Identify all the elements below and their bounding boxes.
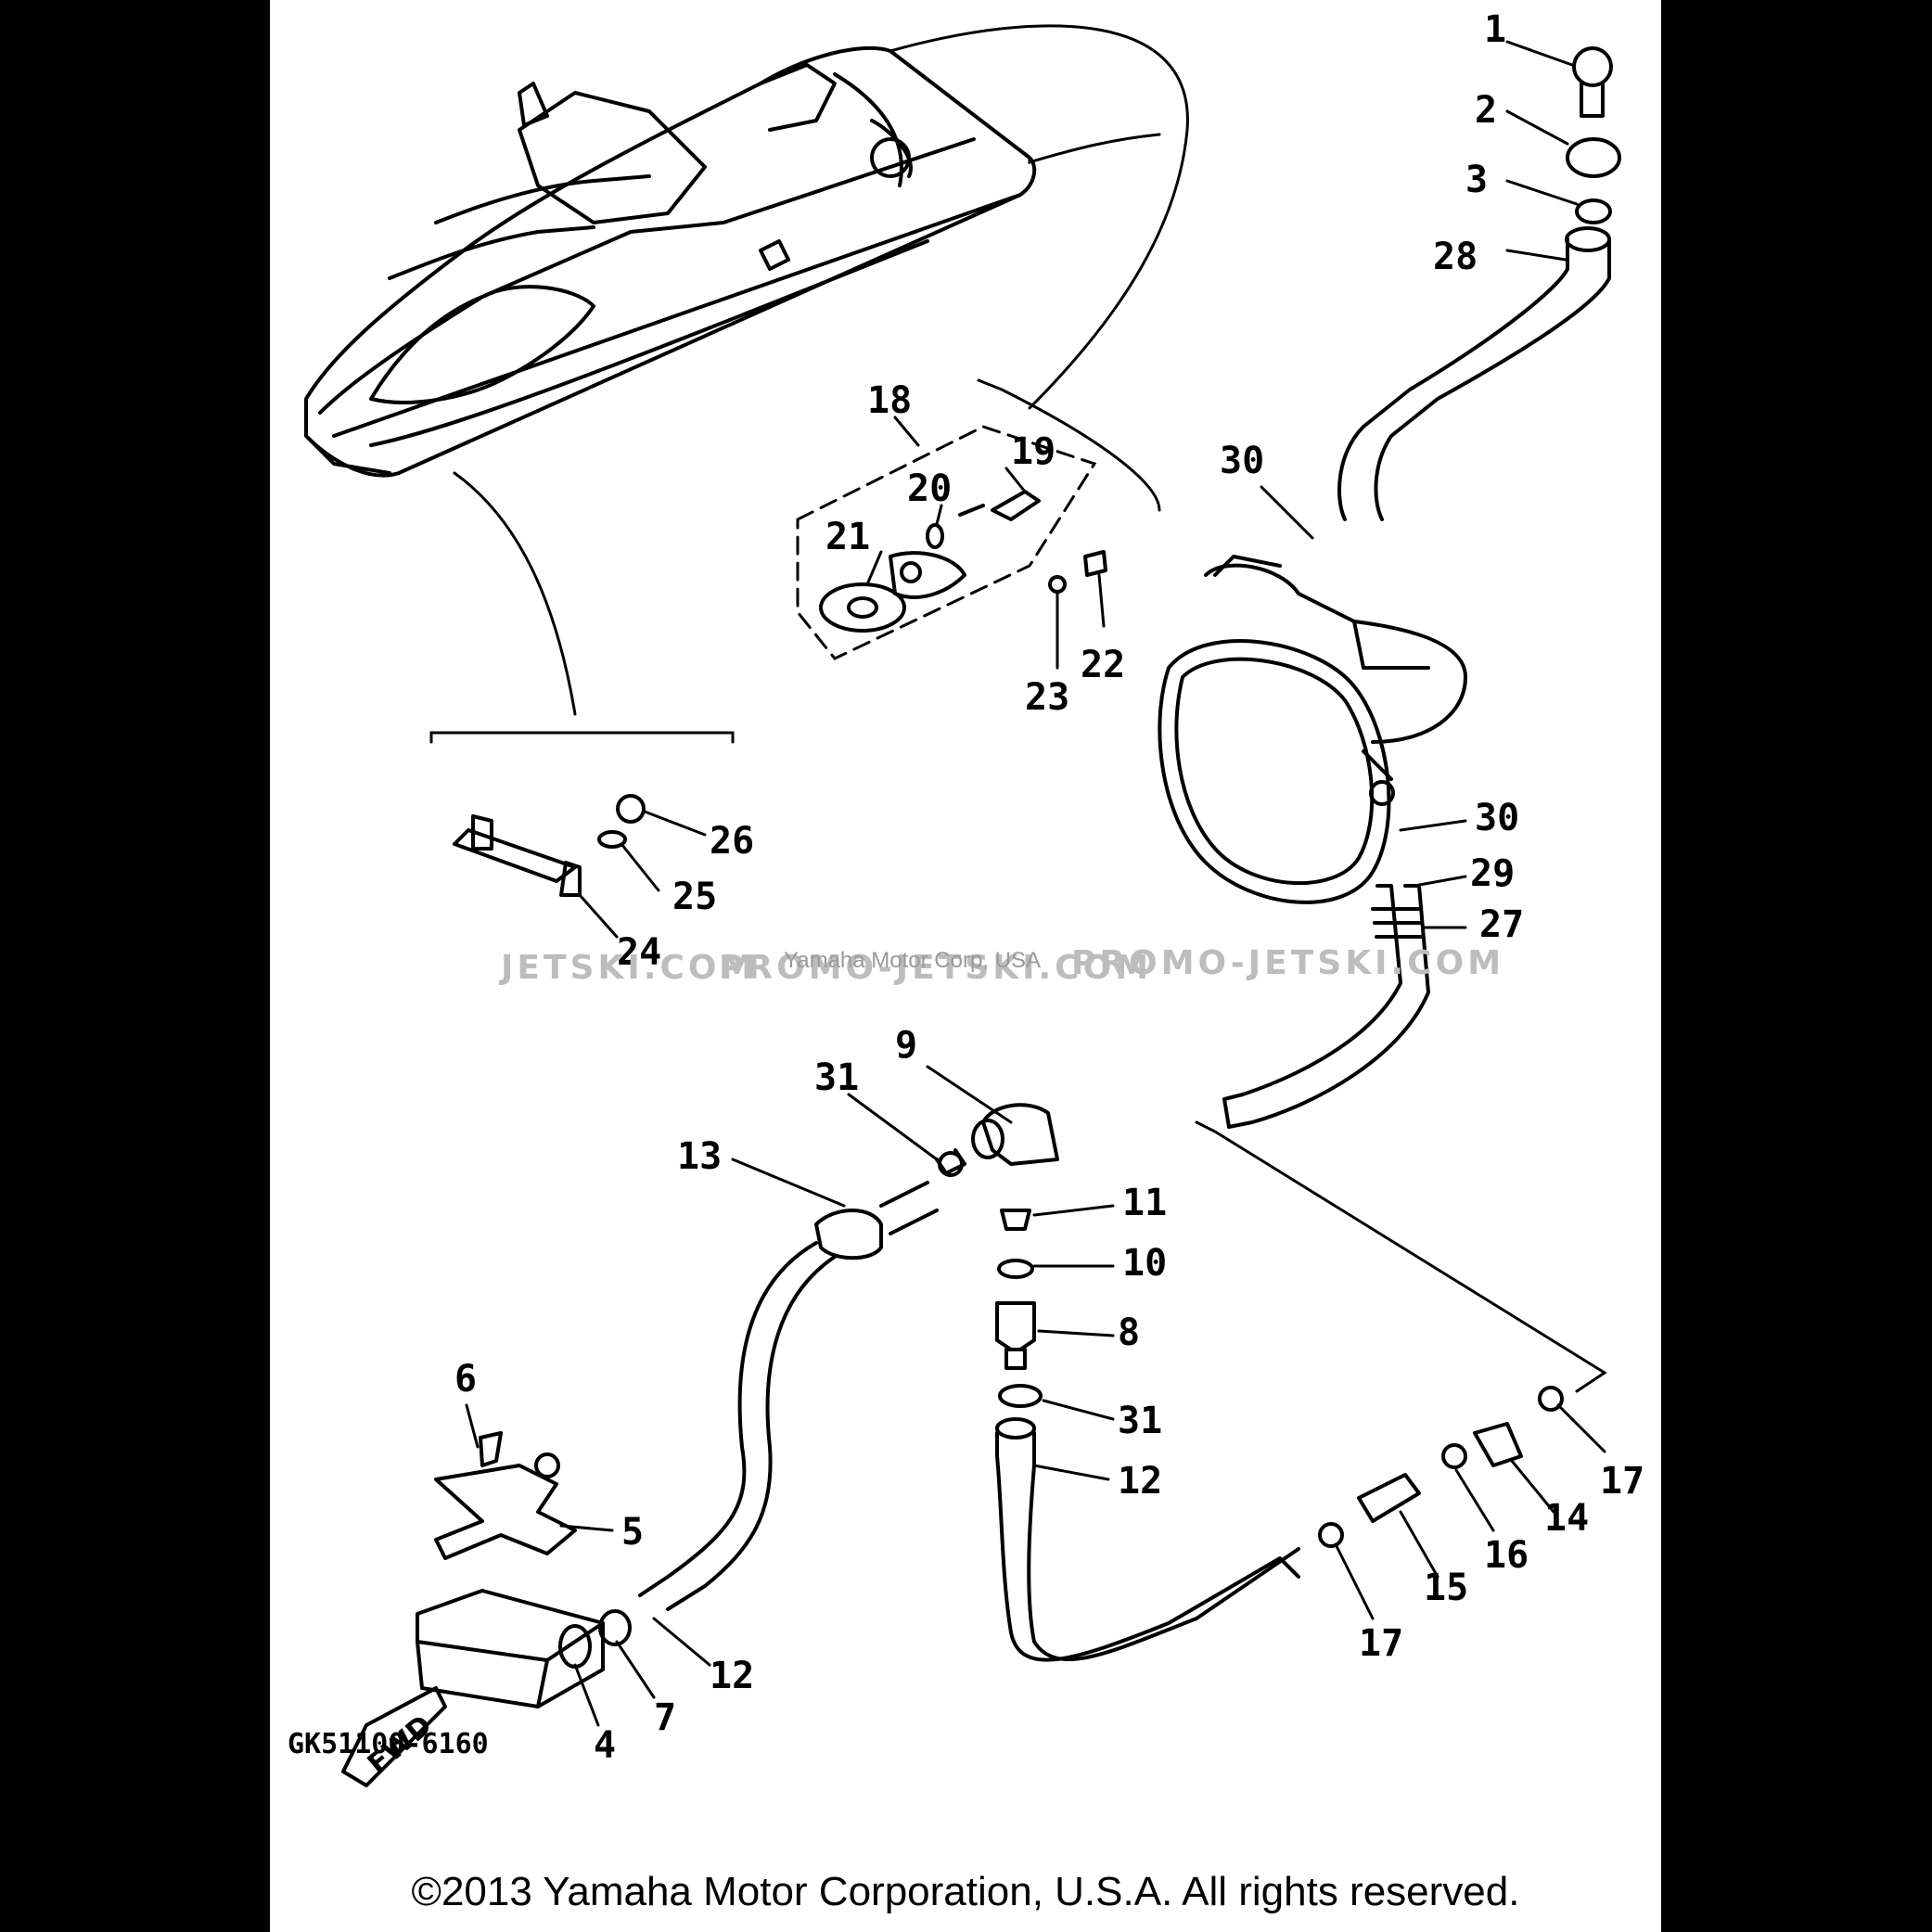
bracket-24-group <box>429 731 735 897</box>
fitting-cap-group <box>1337 46 1621 521</box>
callout-29: 29 <box>1470 852 1515 895</box>
diagram-code: GK51100-6160 <box>288 1728 489 1760</box>
callout-25: 25 <box>672 876 717 918</box>
callout-31-top: 31 <box>814 1056 859 1099</box>
diagram-sheet <box>270 0 1661 1932</box>
callout-6: 6 <box>454 1358 477 1401</box>
callout-1: 1 <box>1484 8 1506 51</box>
callout-31-bottom: 31 <box>1118 1400 1162 1442</box>
watermark-right: PROMO-JETSKI.COM <box>1071 944 1504 982</box>
callout-19: 19 <box>1011 430 1056 473</box>
callout-2: 2 <box>1475 89 1497 132</box>
callout-20: 20 <box>907 467 952 510</box>
callout-22: 22 <box>1081 644 1125 686</box>
watermark-mid: PROMO-JETSKI.COM <box>719 949 1152 987</box>
copyright-notice: ©2013 Yamaha Motor Corporation, U.S.A. A… <box>411 1869 1520 1914</box>
callout-10: 10 <box>1122 1242 1167 1285</box>
callout-numbers: 1 2 3 28 30 18 19 20 21 22 23 26 25 24 3… <box>454 8 1644 1767</box>
callout-30-bottom: 30 <box>1475 797 1519 839</box>
callout-21: 21 <box>825 516 870 558</box>
callout-12-right: 12 <box>1118 1460 1162 1503</box>
callout-13: 13 <box>677 1135 722 1178</box>
callout-8: 8 <box>1118 1311 1140 1354</box>
callout-14: 14 <box>1544 1497 1589 1540</box>
callout-17-left: 17 <box>1359 1622 1403 1665</box>
callout-18: 18 <box>867 379 912 422</box>
jet-pump-housing <box>1158 555 1467 904</box>
callout-28: 28 <box>1433 236 1478 278</box>
callout-27: 27 <box>1479 903 1524 946</box>
watermark-left: JETSKI.COM <box>498 949 757 987</box>
assembly-18-box <box>796 378 1161 660</box>
leader-hull-to-bracket <box>453 471 577 716</box>
callout-7: 7 <box>654 1696 676 1739</box>
callout-24: 24 <box>617 931 661 974</box>
callout-23: 23 <box>1025 676 1069 719</box>
leader-hull-to-pump <box>889 24 1189 410</box>
callout-5: 5 <box>621 1511 644 1554</box>
callout-9: 9 <box>895 1024 917 1067</box>
callout-12-left: 12 <box>710 1655 754 1697</box>
callout-15: 15 <box>1424 1567 1468 1609</box>
watercraft-hull <box>304 45 1037 478</box>
callout-11: 11 <box>1122 1182 1167 1224</box>
watermark-center: Yamaha Motor Corp, USA <box>784 948 1041 973</box>
callout-4: 4 <box>594 1724 616 1767</box>
watermark: JETSKI.COM PROMO-JETSKI.COM PROMO-JETSKI… <box>498 944 1504 987</box>
leader-lines <box>465 40 1606 1727</box>
callout-16: 16 <box>1484 1534 1529 1577</box>
callout-3: 3 <box>1465 159 1488 201</box>
callout-26: 26 <box>710 820 754 863</box>
callout-17-right: 17 <box>1600 1460 1644 1503</box>
hose-assembly <box>341 884 1607 1787</box>
callout-30-top: 30 <box>1220 440 1264 482</box>
